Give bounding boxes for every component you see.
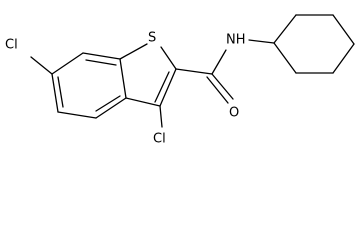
- bond-c7a-c3a: [119, 58, 127, 99]
- bond-c3-c3a: [125, 97, 161, 107]
- thiophene-ring: [119, 43, 177, 107]
- bond-c4-c5: [57, 111, 97, 119]
- bond-c5-c6: [51, 73, 59, 113]
- bond-c2-c3: [159, 68, 177, 107]
- bond-c3a-c4: [95, 97, 127, 119]
- bond-co-outer: [211, 73, 234, 100]
- benzene-ring: [51, 52, 127, 119]
- bond-s-c2: [160, 46, 177, 70]
- cyclohexane-ring: [273, 14, 355, 74]
- bond-cy1-cy2: [273, 14, 297, 44]
- bond-cy4-cy5: [332, 43, 355, 74]
- bond-cy3-cy4: [332, 14, 355, 45]
- bond-c7-c7a-inner: [85, 59, 117, 66]
- atom-label-carbonyl-oxygen: O: [229, 106, 239, 121]
- bond-c3a-c4-inner: [95, 95, 121, 112]
- bond-c2-c3-inner: [154, 71, 170, 103]
- bond-c6-cl: [30, 56, 53, 75]
- molecule-structure-diagram: Cl Cl S NH O: [5, 14, 355, 147]
- bond-co-inner: [206, 76, 229, 104]
- bond-c6-c7: [51, 52, 84, 75]
- bond-c2-carbonyl: [175, 68, 213, 75]
- atom-label-amide-nh: NH: [226, 33, 246, 48]
- atom-label-chlorine-left: Cl: [5, 38, 18, 53]
- bond-c7-c7a: [82, 52, 121, 60]
- atom-label-sulfur: S: [148, 31, 156, 46]
- bond-cy6-cy1: [273, 42, 297, 74]
- atom-label-chlorine-bottom: Cl: [153, 132, 166, 147]
- bond-c3-cl: [159, 105, 163, 128]
- bond-n-cyclohexyl: [248, 39, 275, 44]
- bond-c7a-s: [119, 43, 148, 60]
- bond-carbonyl-n: [211, 49, 227, 75]
- bond-c5-c6-inner: [57, 76, 64, 108]
